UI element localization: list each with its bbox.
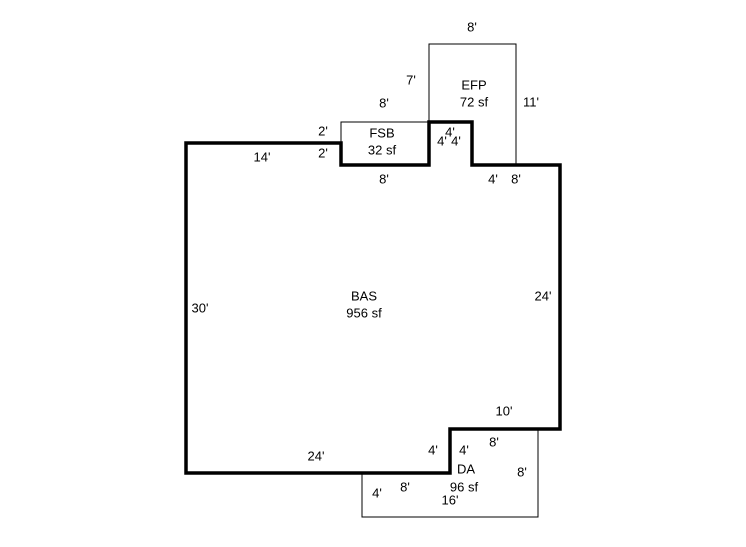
bas-area-label: 956 sf: [346, 305, 382, 320]
dim-notch-left: 4': [437, 133, 447, 148]
bas-code-label: BAS: [351, 288, 377, 303]
fsb-area-label: 32 sf: [368, 142, 397, 157]
dim-fsb-bottom: 8': [379, 171, 389, 186]
dim-efp-top: 8': [467, 19, 477, 34]
dim-step-left: 4': [428, 442, 438, 457]
dim-efp-bottom-right: 8': [511, 171, 521, 186]
dim-bas-bottom-right: 10': [496, 403, 513, 418]
dim-da-bottom: 16': [442, 492, 459, 507]
efp-area-label: 72 sf: [460, 94, 489, 109]
dim-bas-right: 24': [535, 288, 552, 303]
dim-notch-right: 4': [451, 133, 461, 148]
dim-da-bottom-left: 8': [400, 479, 410, 494]
efp-code-label: EFP: [461, 77, 486, 92]
dim-step-inner: 4': [459, 442, 469, 457]
dim-bas-bottom: 24': [308, 448, 325, 463]
dim-da-top: 8': [489, 434, 499, 449]
bas-outline: [184, 120, 562, 475]
dim-fsb-left-bottom: 2': [318, 145, 328, 160]
da-outline: [361, 429, 539, 518]
dim-fsb-top: 8': [379, 95, 389, 110]
dim-efp-right: 11': [523, 94, 539, 109]
dim-efp-left: 7': [406, 72, 416, 87]
fsb-outline: [340, 121, 429, 144]
da-code-label: DA: [457, 461, 475, 476]
dim-notch-bottom: 4': [488, 171, 498, 186]
dim-bas-left: 30': [192, 300, 209, 315]
dim-notch-top: 4': [445, 124, 455, 139]
efp-outline: [428, 43, 517, 165]
da-area-label: 96 sf: [450, 479, 479, 494]
dim-bas-top-left: 14': [254, 149, 271, 164]
dim-da-left: 4': [372, 485, 382, 500]
dim-da-right: 8': [517, 464, 527, 479]
dim-fsb-left-top: 2': [318, 123, 328, 138]
fsb-code-label: FSB: [369, 125, 394, 140]
